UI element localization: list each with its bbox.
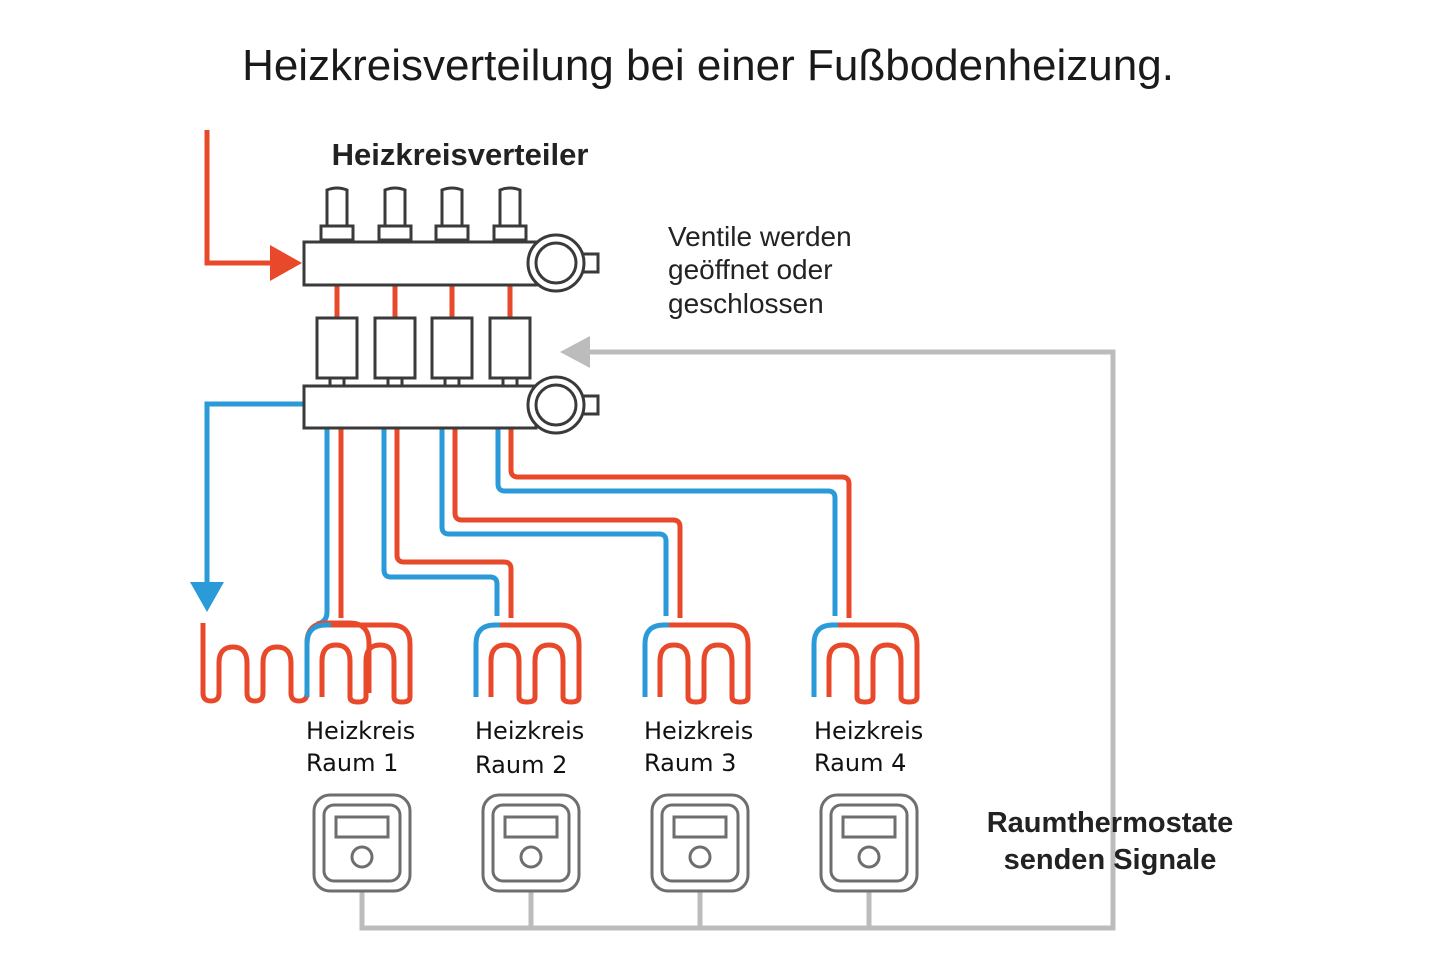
floor-coils bbox=[304, 622, 920, 705]
svg-text:Raum 2: Raum 2 bbox=[475, 751, 567, 779]
return-circuit-pipes bbox=[316, 428, 838, 627]
valve-caps bbox=[319, 186, 528, 242]
valve-note: Ventile werden geöffnet oder geschlossen bbox=[668, 221, 852, 319]
supply-inlet-pipe bbox=[204, 130, 272, 266]
circuit-label-room-1: Heizkreis Raum 1 bbox=[306, 717, 415, 777]
thermostat-room-4-icon bbox=[819, 793, 919, 893]
actuator-feed-pipes bbox=[334, 285, 513, 318]
valve-actuators bbox=[315, 316, 532, 388]
thermostat-connectors bbox=[528, 890, 872, 928]
page-title: Heizkreisverteilung bei einer Fußbodenhe… bbox=[242, 41, 1174, 90]
svg-text:Heizkreis: Heizkreis bbox=[475, 717, 584, 745]
svg-text:Raum 4: Raum 4 bbox=[814, 749, 906, 777]
return-outlet-pipe bbox=[204, 401, 304, 585]
signal-line bbox=[359, 349, 1116, 931]
thermostat-note: Raumthermostate senden Signale bbox=[987, 807, 1234, 876]
return-arrow-icon bbox=[190, 582, 224, 612]
circuit-label-room-2: Heizkreis Raum 2 bbox=[475, 717, 584, 779]
svg-text:senden Signale: senden Signale bbox=[1004, 844, 1217, 876]
svg-text:Heizkreis: Heizkreis bbox=[306, 717, 415, 745]
signal-arrow-icon bbox=[560, 336, 590, 368]
return-manifold-bar bbox=[302, 375, 600, 435]
supply-manifold-bar bbox=[302, 233, 600, 293]
thermostat-room-3-icon bbox=[650, 793, 750, 893]
thermostat-room-2-icon bbox=[481, 793, 581, 893]
circuit-label-room-3: Heizkreis Raum 3 bbox=[644, 717, 753, 777]
svg-text:Ventile werden: Ventile werden bbox=[668, 221, 852, 252]
svg-text:Heizkreis: Heizkreis bbox=[814, 717, 923, 745]
supply-arrow-icon bbox=[270, 245, 302, 281]
manifold-label: Heizkreisverteiler bbox=[332, 137, 589, 172]
thermostat-room-1-icon bbox=[312, 793, 412, 893]
svg-text:geschlossen: geschlossen bbox=[668, 288, 824, 319]
svg-text:Raum 3: Raum 3 bbox=[644, 749, 736, 777]
svg-text:Heizkreis: Heizkreis bbox=[644, 717, 753, 745]
floor-coil-room-1 bbox=[203, 623, 369, 701]
svg-text:Raumthermostate: Raumthermostate bbox=[987, 807, 1234, 839]
supply-circuit-pipes bbox=[338, 428, 852, 618]
circuit-label-room-4: Heizkreis Raum 4 bbox=[814, 717, 923, 777]
svg-text:Raum 1: Raum 1 bbox=[306, 749, 398, 777]
svg-text:geöffnet oder: geöffnet oder bbox=[668, 254, 833, 285]
